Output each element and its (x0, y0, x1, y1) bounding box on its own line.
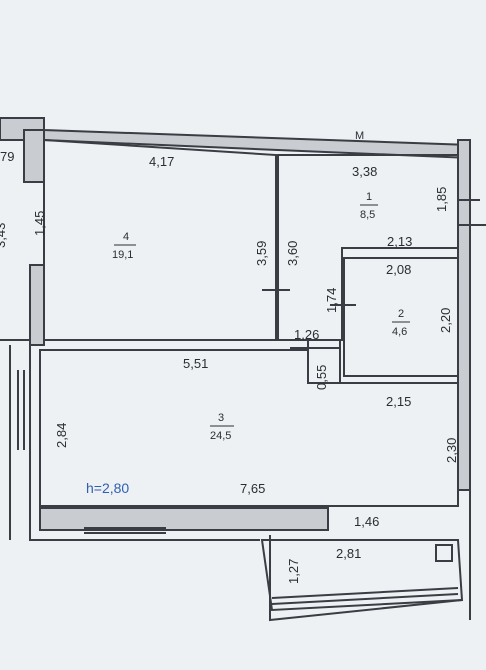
left-wall-mid (29, 264, 45, 346)
dim-room4-left-cut: 3,43 (0, 223, 8, 248)
dim-room2-right: 2,20 (438, 308, 453, 333)
left-pillar (23, 129, 45, 183)
dim-corridor-height: 3,60 (285, 241, 300, 266)
marker-label: M (355, 130, 364, 142)
room-2-outline (343, 257, 459, 377)
dim-room1-bottom: 2,13 (387, 234, 412, 249)
dim-room3-right-top: 2,15 (386, 394, 411, 409)
dim-room2-left: 1,74 (324, 288, 339, 313)
windows (17, 199, 486, 605)
door-ticks (262, 289, 356, 349)
window-balcony (271, 587, 459, 599)
shaft-mark (435, 544, 453, 562)
dim-gap-height: 0,55 (314, 365, 329, 390)
right-wall (457, 139, 471, 491)
room-1-area: 8,5 (360, 209, 375, 221)
room-3-number: 3 (218, 412, 224, 424)
dim-top-left-cut: 79 (0, 149, 14, 164)
dim-room4-top: 4,17 (149, 154, 174, 169)
dim-room4-right: 3,59 (254, 241, 269, 266)
room-1-number: 1 (366, 191, 372, 203)
dim-door-width: 1,26 (294, 327, 319, 342)
dim-balcony-top: 1,46 (354, 514, 379, 529)
dim-room2-top: 2,08 (386, 262, 411, 277)
room-outlines (0, 138, 471, 622)
dim-room1-right: 1,85 (434, 187, 449, 212)
dim-room3-left: 2,84 (54, 423, 69, 448)
dim-room4-left: 1,45 (32, 211, 47, 236)
room-2-number: 2 (398, 308, 404, 320)
window-balcony-2 (271, 593, 459, 605)
room-4-area: 19,1 (112, 249, 133, 261)
bottom-wall (39, 507, 329, 531)
dim-room3-top: 5,51 (183, 356, 208, 371)
dim-room3-right: 2,30 (444, 438, 459, 463)
dim-room3-bottom: 7,65 (240, 481, 265, 496)
ceiling-height: h=2,80 (86, 480, 129, 496)
balcony-edge (269, 535, 463, 622)
dim-balcony-left: 1,27 (286, 559, 301, 584)
dim-balcony-len: 2,81 (336, 546, 361, 561)
room-2-area: 4,6 (392, 326, 407, 338)
room-4-number: 4 (123, 231, 129, 243)
left-outer-line (0, 339, 260, 541)
walls (0, 117, 471, 531)
dim-room1-top: 3,38 (352, 164, 377, 179)
room-3-area: 24,5 (210, 430, 231, 442)
room-1-outline (277, 154, 459, 341)
